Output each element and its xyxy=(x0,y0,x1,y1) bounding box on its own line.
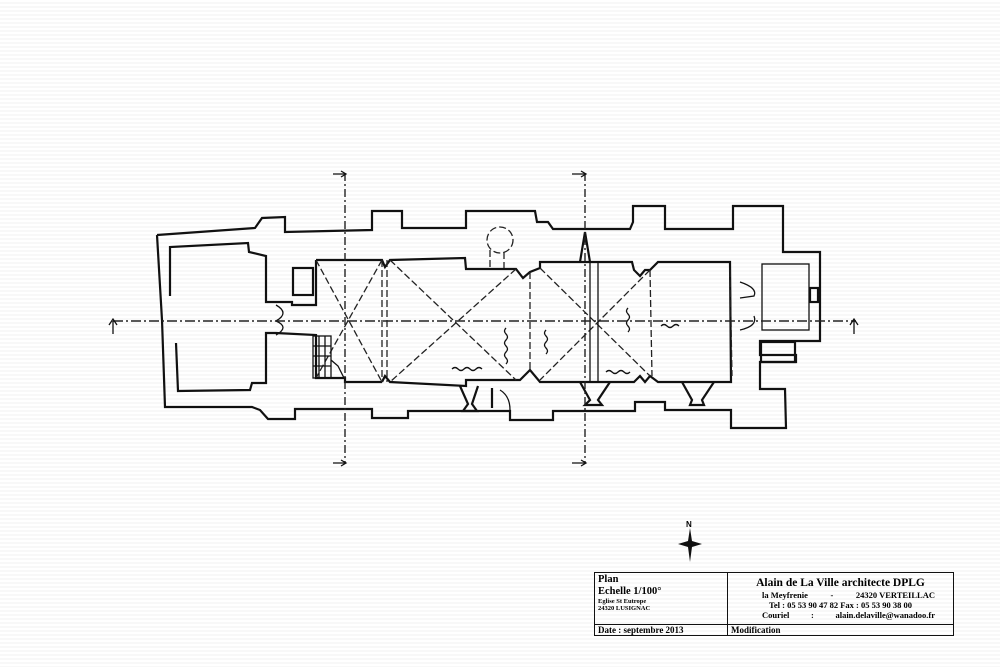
title-block: Plan Echelle 1/100° Eglise St Eutrope 24… xyxy=(594,572,954,636)
nave-north-wall xyxy=(316,256,733,388)
architect-info: Alain de La Ville architecte DPLG la Mey… xyxy=(728,573,953,624)
email-address: alain.delaville@wanadoo.fr xyxy=(835,610,935,620)
south-annex xyxy=(759,340,797,364)
section-b-arrows xyxy=(572,170,588,467)
email-row: Couriel : alain.delaville@wanadoo.fr xyxy=(728,610,953,620)
buttresses xyxy=(458,231,715,413)
email-sep: : xyxy=(811,610,814,620)
email-label: Couriel xyxy=(762,610,790,620)
compass-star-icon xyxy=(678,528,702,562)
north-arrow: N xyxy=(678,520,702,562)
axis-arrow-west xyxy=(108,317,118,334)
address-left: la Meyfrenie xyxy=(762,590,808,600)
modification-field: Modification xyxy=(728,624,953,635)
site-town: 24320 LUSIGNAC xyxy=(598,605,651,612)
outer-wall xyxy=(155,204,822,430)
address-right: 24320 VERTEILLAC xyxy=(855,590,935,600)
architect-name: Alain de La Ville architecte DPLG xyxy=(756,577,925,589)
north-label: N xyxy=(686,520,692,529)
project-info: Plan Echelle 1/100° Eglise St Eutrope 24… xyxy=(595,573,728,624)
west-door xyxy=(274,304,284,336)
south-door-arc xyxy=(499,389,511,411)
side-chapel xyxy=(291,266,315,297)
crack-marks xyxy=(451,307,680,375)
drawing-scale: Echelle 1/100° xyxy=(598,586,662,597)
west-room-wall xyxy=(168,241,318,307)
east-door-arc xyxy=(739,281,756,331)
east-door xyxy=(808,286,820,304)
axis-arrow-east xyxy=(849,317,859,334)
stair-tower xyxy=(486,226,514,268)
west-room-wall-lower xyxy=(174,331,382,393)
section-a-arrows xyxy=(333,170,348,467)
drawing-title: Plan xyxy=(598,574,619,585)
staircase xyxy=(312,335,346,379)
address-sep: - xyxy=(830,590,834,600)
drawing-date: Date : septembre 2013 xyxy=(595,624,728,635)
site-name: Eglise St Eutrope xyxy=(598,598,647,605)
south-porch xyxy=(761,263,810,331)
address-row: la Meyfrenie - 24320 VERTEILLAC xyxy=(728,590,953,600)
vault-ribs xyxy=(315,259,733,383)
phone-fax: Tel : 05 53 90 47 82 Fax : 05 53 90 38 0… xyxy=(768,600,912,610)
